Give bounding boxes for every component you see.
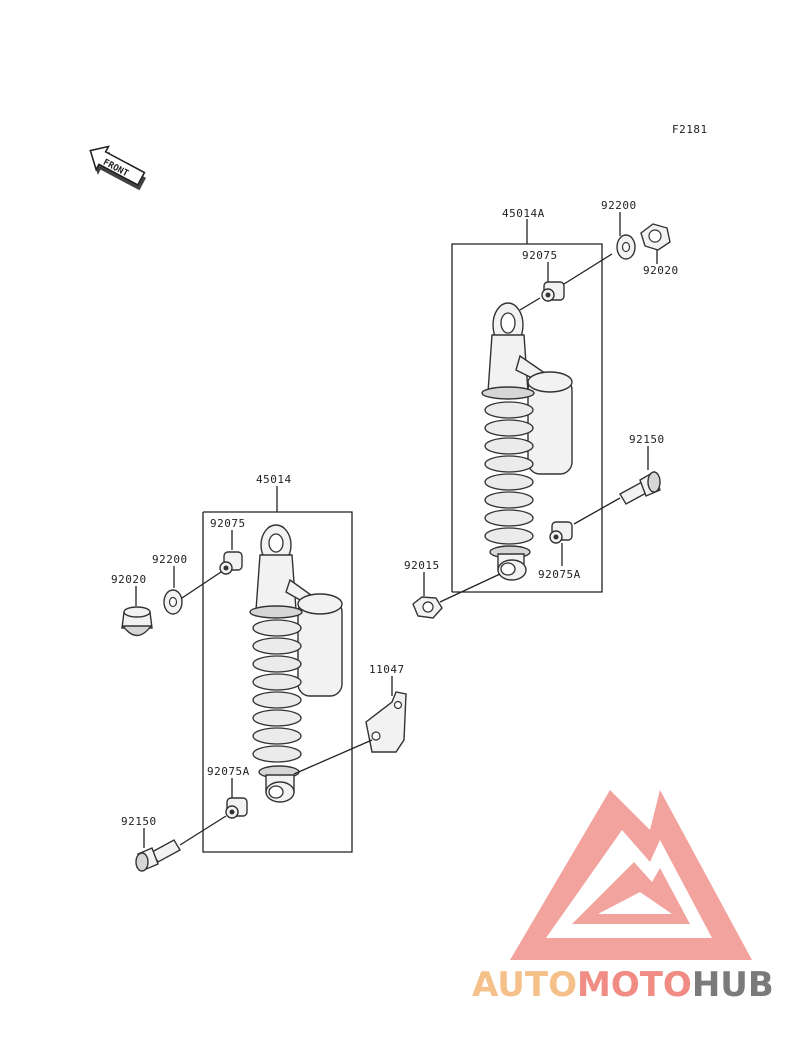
label-92150-right: 92150 xyxy=(629,433,665,446)
axis-bracket xyxy=(293,739,373,775)
washer-right xyxy=(616,234,636,260)
label-92150-left: 92150 xyxy=(121,815,157,828)
bolt-right xyxy=(619,470,661,505)
shock-assembly-left: 45014 xyxy=(111,473,407,872)
axis-top-right xyxy=(563,253,613,285)
label-92020-left: 92020 xyxy=(111,573,147,586)
figure-code: F2181 xyxy=(672,123,708,136)
bushing-bottom-right xyxy=(549,521,573,544)
nut-92015 xyxy=(412,596,443,619)
label-92075-left: 92075 xyxy=(210,517,246,530)
watermark-text: AUTOMOTOHUB xyxy=(472,965,774,1005)
cap-nut-right xyxy=(640,223,671,251)
label-92075-right: 92075 xyxy=(522,249,558,262)
washer-left xyxy=(163,589,183,615)
bolt-left xyxy=(135,839,181,872)
bushing-top-left xyxy=(219,551,243,575)
watermark-hub: HUB xyxy=(692,965,774,1005)
label-92015: 92015 xyxy=(404,559,440,572)
shock-assembly-right: 45014A 92200 xyxy=(404,199,679,619)
watermark-auto: AUTO xyxy=(472,965,577,1005)
axis-bolt-right xyxy=(573,497,621,525)
front-arrow-icon: FRONT xyxy=(89,145,147,191)
cap-nut-left xyxy=(121,606,153,637)
watermark-logo-icon xyxy=(510,790,752,960)
label-92200-right: 92200 xyxy=(601,199,637,212)
assembly-frame-right xyxy=(451,243,603,593)
bracket-11047 xyxy=(365,691,407,753)
shock-absorber-right xyxy=(481,302,573,581)
label-92200-left: 92200 xyxy=(152,553,188,566)
axis-top-left xyxy=(181,571,222,599)
label-45014: 45014 xyxy=(256,473,292,486)
shock-absorber-left xyxy=(249,524,343,803)
bushing-top-right xyxy=(541,281,565,302)
label-92020-right: 92020 xyxy=(643,264,679,277)
label-92075A-left: 92075A xyxy=(207,765,250,778)
axis-bottom-left xyxy=(179,815,227,846)
label-92075A-right: 92075A xyxy=(538,568,581,581)
watermark-moto: MOTO xyxy=(577,965,692,1005)
axis-nut-right xyxy=(439,573,501,603)
label-11047: 11047 xyxy=(369,663,405,676)
bushing-bottom-left xyxy=(225,797,248,819)
assembly-frame-left xyxy=(202,511,353,853)
label-45014A: 45014A xyxy=(502,207,545,220)
axis-eye-right xyxy=(519,297,541,311)
